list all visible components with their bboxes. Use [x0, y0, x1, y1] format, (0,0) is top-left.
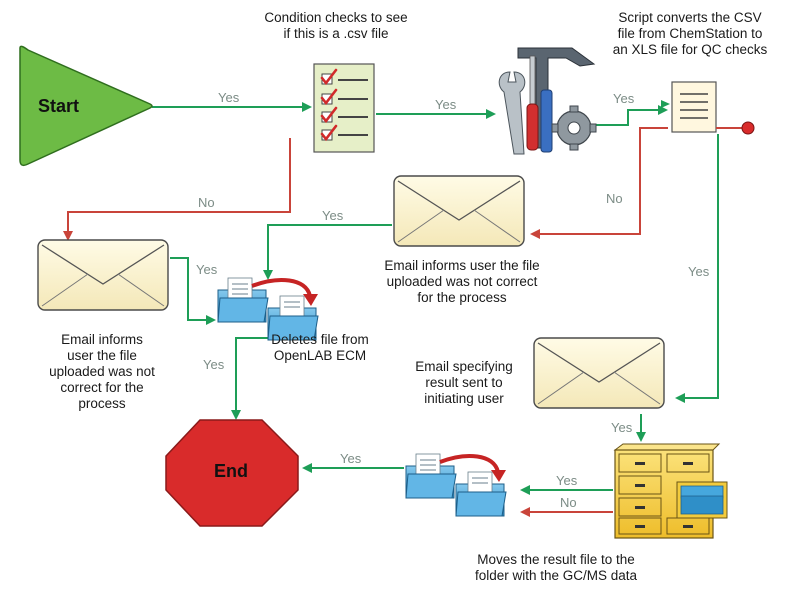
edge-label-cabinet-no: No [560, 495, 577, 510]
end-label: End [214, 461, 248, 481]
edge-label-folders-end: Yes [340, 451, 362, 466]
edge-label-cabinet-yes-upper: Yes [611, 420, 633, 435]
deletes-caption: Deletes file from OpenLAB ECM [250, 332, 390, 364]
folder-transfer-icon [404, 452, 508, 518]
caption-line: initiating user [424, 391, 504, 406]
edge-label-condition-no: No [198, 195, 215, 210]
edge-label-delete-end: Yes [203, 357, 225, 372]
envelope-icon [393, 175, 525, 247]
caption-line: Email specifying [415, 359, 513, 374]
checklist-icon [313, 63, 375, 153]
envelope-icon [37, 239, 169, 311]
email-left-yes-arrow [170, 257, 216, 325]
connectors [63, 102, 719, 517]
edge-labels: Yes Yes No Yes No Yes Yes Yes Yes Yes Ye… [196, 90, 710, 510]
edge-label-cabinet-yes: Yes [556, 473, 578, 488]
script-caption: Script converts the CSV file from ChemSt… [590, 10, 790, 58]
condition-caption: Condition checks to see if this is a .cs… [246, 10, 426, 42]
caption-line: Email informs [61, 332, 143, 347]
envelope-icon [533, 337, 665, 409]
folder-transfer-icon [216, 276, 320, 342]
caption-line: Moves the result file to the [477, 552, 635, 567]
end-node: End [165, 419, 299, 527]
edge-label-script-yes: Yes [688, 264, 710, 279]
edge-label-start-condition: Yes [218, 90, 240, 105]
caption-line: uploaded was not correct [386, 274, 538, 289]
email-mid-caption: Email informs user the file uploaded was… [352, 258, 572, 306]
edge-label-tools-script: Yes [613, 91, 635, 106]
edge-label-condition-tools: Yes [435, 97, 457, 112]
edge-label-email-left-yes: Yes [196, 262, 218, 277]
caption-line: process [78, 396, 126, 411]
caption-line: Script converts the CSV [618, 10, 762, 25]
caption-line: uploaded was not [49, 364, 155, 379]
tools-icon [498, 47, 597, 155]
file-cabinet-icon [613, 443, 728, 539]
tools-to-script-arrow [596, 105, 668, 126]
condition-no-arrow [63, 138, 291, 241]
email-left-caption: Email informs user the file uploaded was… [22, 332, 182, 412]
caption-line: file from ChemStation to [617, 26, 763, 41]
caption-line: OpenLAB ECM [273, 348, 367, 363]
caption-line: folder with the GC/MS data [474, 568, 638, 583]
delete-to-end-arrow [231, 337, 268, 420]
start-node: Start [19, 45, 153, 167]
caption-line: for the process [417, 290, 507, 305]
caption-line: user the file [67, 348, 137, 363]
start-label: Start [38, 96, 79, 116]
caption-line: result sent to [425, 375, 503, 390]
caption-line: correct for the [60, 380, 144, 395]
script-no-arrow [530, 127, 668, 239]
moves-caption: Moves the result file to the folder with… [436, 552, 676, 584]
document-icon [661, 81, 755, 135]
edge-label-script-no: No [606, 191, 623, 206]
caption-line: Email informs user the file [384, 258, 540, 273]
caption-line: Deletes file from [271, 332, 369, 347]
email-result-caption: Email specifying result sent to initiati… [396, 359, 532, 407]
caption-line: Condition checks to see [264, 10, 408, 25]
script-yes-arrow [675, 134, 719, 403]
caption-line: an XLS file for QC checks [612, 42, 768, 57]
email-mid-yes-arrow [263, 224, 392, 280]
edge-label-email-mid-yes: Yes [322, 208, 344, 223]
caption-line: if this is a .csv file [283, 26, 389, 41]
